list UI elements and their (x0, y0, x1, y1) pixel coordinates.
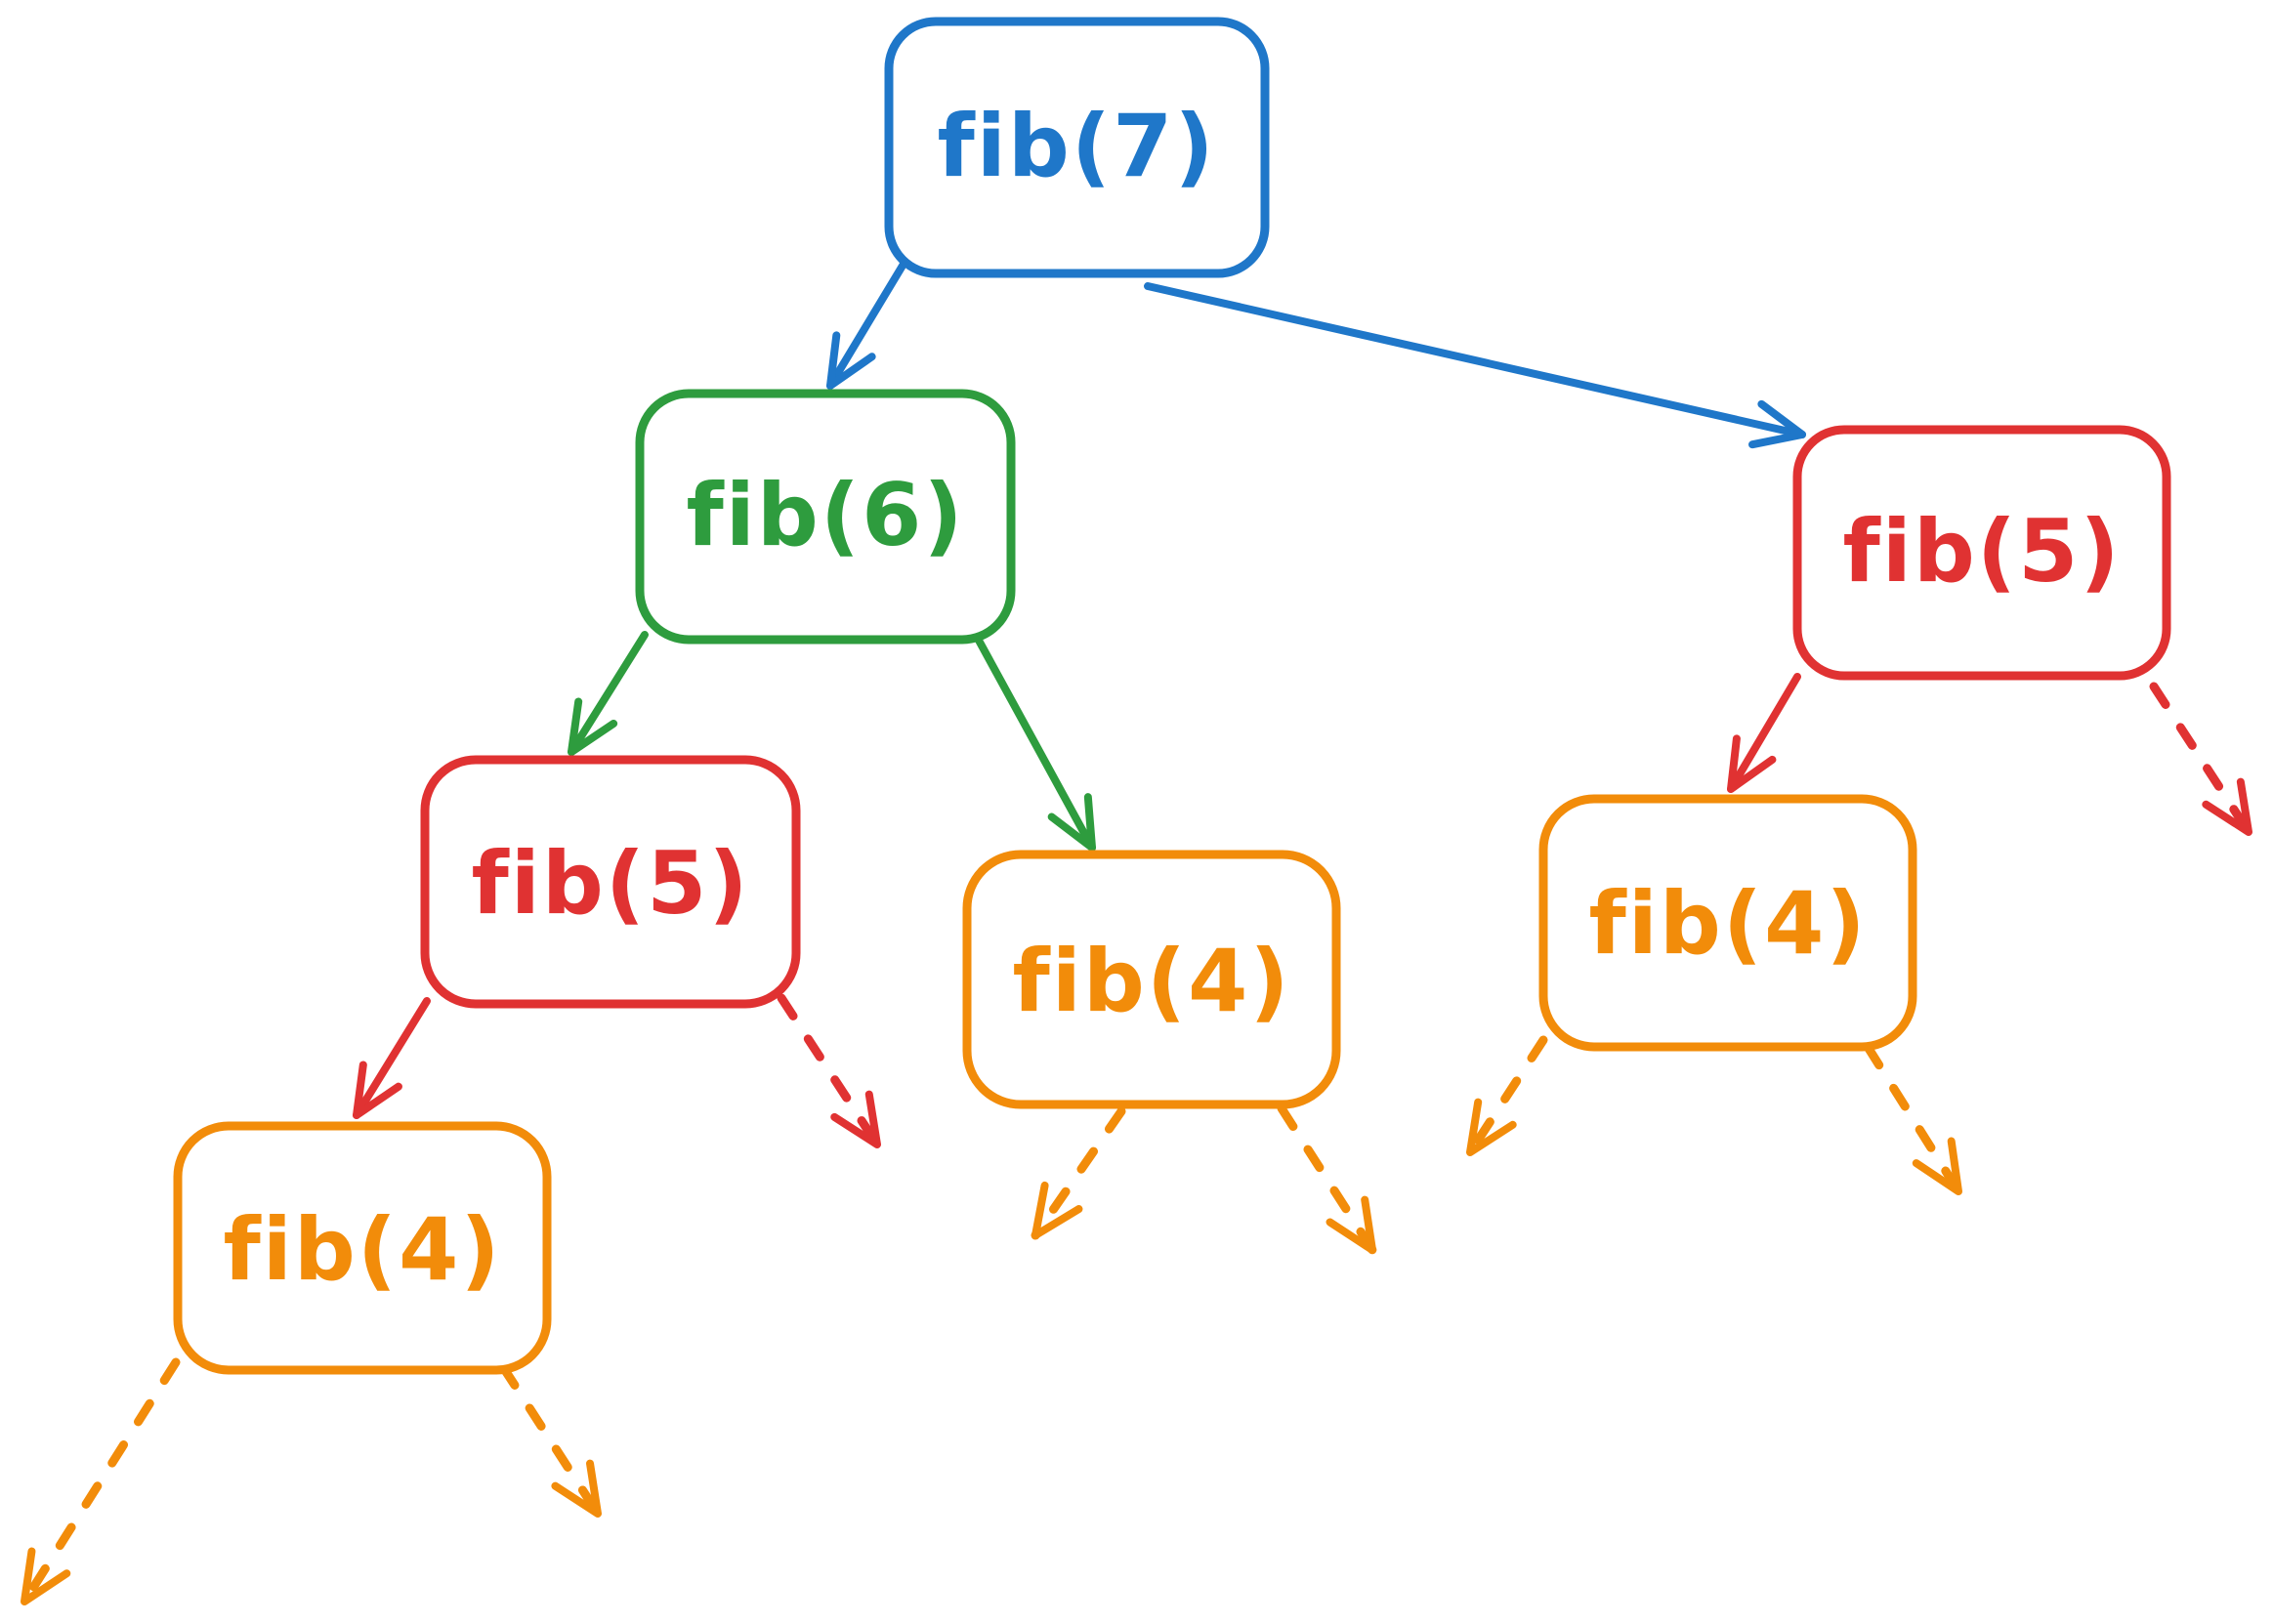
edge-n7-to-n5b-line (1144, 282, 1806, 438)
edge-n4b-to-hidden-line (1031, 1106, 1126, 1240)
node-label: fib(7) (937, 96, 1215, 196)
node-fib-5-left: fib(5) (420, 755, 801, 1009)
edge-n4a-to-hidden-arrowhead (551, 1459, 602, 1518)
node-fib-4-right: fib(4) (1538, 794, 1917, 1052)
node-box (1538, 794, 1917, 1052)
edges-solid (353, 252, 1806, 1119)
node-label: fib(4) (1588, 873, 1867, 974)
edge-n5b-to-n4c-arrowhead (1727, 734, 1777, 793)
node-box (1792, 425, 2171, 681)
node-box (635, 389, 1016, 645)
edge-n5a-to-n4a-arrowhead (353, 1061, 402, 1119)
edges-dashed (20, 682, 2253, 1606)
edge-n5b-to-hidden-line (2149, 682, 2253, 837)
node-label: fib(4) (223, 1199, 501, 1300)
edge-n7-to-n6-arrowhead (826, 331, 876, 390)
node-fib-4-far-left: fib(4) (173, 1121, 552, 1375)
node-box (420, 755, 801, 1009)
edge-n6-to-n4b-line (973, 633, 1096, 852)
edge-n6-to-n4b-arrowhead (1047, 793, 1096, 852)
edge-n4b-to-hidden-line (1277, 1103, 1377, 1255)
edge-n4b-to-hidden-arrowhead (1326, 1195, 1376, 1254)
edge-n5a-to-n4a-line (353, 997, 431, 1119)
edge-n7-to-n6-line (826, 252, 912, 390)
edge-n5b-to-hidden-arrowhead (2202, 777, 2252, 836)
edge-n4c-to-hidden-line (1863, 1042, 1963, 1196)
node-fib-4-middle: fib(4) (962, 850, 1341, 1109)
node-label: fib(4) (1012, 931, 1290, 1031)
node-fib-5-right: fib(5) (1792, 425, 2171, 681)
edge-n5a-to-hidden-arrowhead (830, 1090, 881, 1148)
edge-n7-to-n5b-arrowhead (1748, 399, 1806, 449)
edge-n4a-to-hidden-arrowhead (21, 1547, 71, 1605)
node-label: fib(6) (686, 465, 964, 565)
node-box (173, 1121, 552, 1375)
node-box (962, 850, 1341, 1109)
edge-n5a-to-hidden-line (777, 993, 882, 1149)
node-fib-7: fib(7) (884, 17, 1270, 278)
edge-n4a-to-hidden-line (498, 1362, 603, 1519)
edge-n4c-to-hidden-arrowhead (1466, 1098, 1517, 1156)
edge-n4b-to-hidden-arrowhead (1031, 1181, 1083, 1239)
edge-n4c-to-hidden-line (1465, 1035, 1548, 1157)
edge-n4c-to-hidden-arrowhead (1912, 1137, 1962, 1195)
node-label: fib(5) (471, 833, 749, 934)
node-fib-6: fib(6) (635, 389, 1016, 645)
node-label: fib(5) (1842, 501, 2121, 602)
edge-n6-to-n5a-arrowhead (568, 697, 618, 756)
edge-n6-to-n5a-line (568, 631, 649, 756)
node-box (884, 17, 1270, 278)
edge-n5b-to-n4c-line (1727, 673, 1801, 793)
edge-n4a-to-hidden-line (20, 1357, 181, 1606)
